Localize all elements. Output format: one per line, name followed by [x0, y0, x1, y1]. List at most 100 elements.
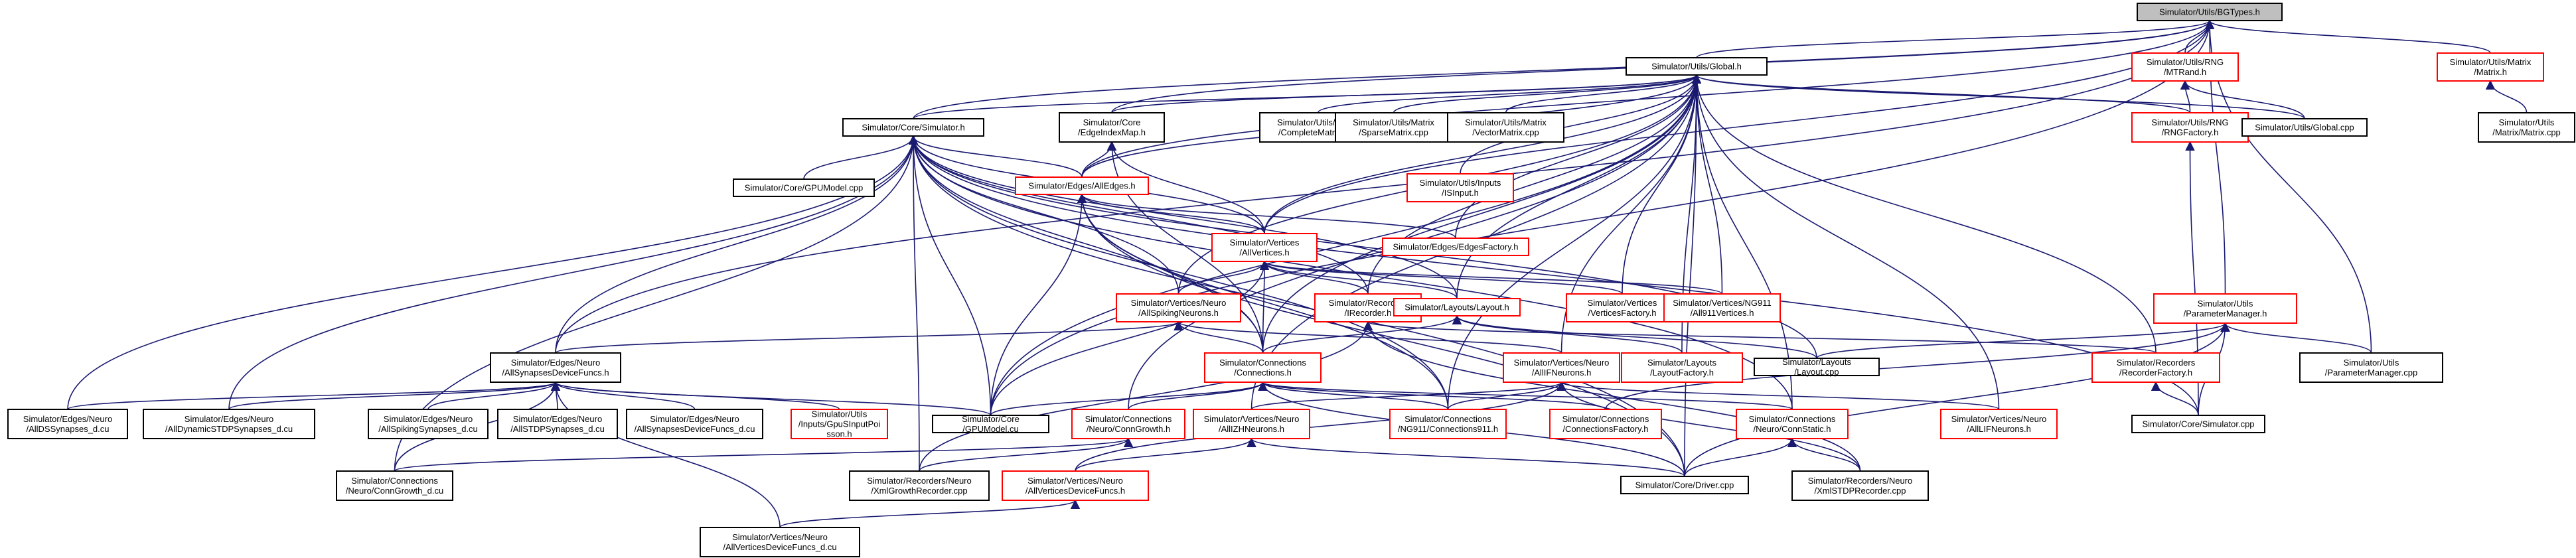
file-node-bgtypes[interactable]: Simulator/Utils/BGTypes.h: [2137, 3, 2283, 21]
file-node-box: [1389, 409, 1507, 439]
file-node-label: Simulator/Vertices/Neuro/AllIZHNeurons.h: [1204, 414, 1300, 434]
file-node-allverticesdevfuncs_h[interactable]: Simulator/Vertices/Neuro/AllVerticesDevi…: [1002, 470, 1149, 501]
file-node-synapsesdevicefuncs[interactable]: Simulator/Edges/Neuro/AllSynapsesDeviceF…: [490, 352, 621, 383]
file-node-box: [2153, 293, 2297, 324]
file-node-allspikingsyn_cu[interactable]: Simulator/Edges/Neuro/AllSpikingSynapses…: [368, 409, 489, 439]
file-node-edgeindexmap[interactable]: Simulator/Core/EdgeIndexMap.h: [1059, 112, 1165, 143]
dependency-edge-alledges-to-edgeindexmap: [1081, 141, 1117, 178]
file-node-connections911[interactable]: Simulator/Connections/NG911/Connections9…: [1389, 409, 1507, 439]
file-node-conngrowth_cu[interactable]: Simulator/Connections/Neuro/ConnGrowth_d…: [336, 470, 453, 501]
file-node-alliffneurons[interactable]: Simulator/Vertices/Neuro/AllIFNeurons.h: [1503, 352, 1620, 383]
file-node-label: Simulator/Recorders/Neuro/XmlSTDPRecorde…: [1808, 476, 1913, 496]
file-node-layout_h[interactable]: Simulator/Layouts/Layout.h: [1393, 298, 1521, 316]
file-node-label: Simulator/Edges/Neuro/AllSpikingSynapses…: [378, 414, 478, 434]
file-node-core_simulator_h[interactable]: Simulator/Core/Simulator.h: [842, 118, 984, 137]
file-node-connections_h[interactable]: Simulator/Connections/Connections.h: [1204, 352, 1322, 383]
file-node-box: [842, 118, 984, 137]
file-node-mtrand[interactable]: Simulator/Utils/RNG/MTRand.h: [2131, 52, 2239, 82]
file-node-label: Simulator/Utils/BGTypes.h: [2159, 7, 2260, 17]
dependency-edge-core_simulator_h-to-bgtypes: [913, 19, 2214, 119]
file-node-gpumodel_cu[interactable]: Simulator/Core/GPUModel.cu: [932, 414, 1049, 434]
dependency-edge-completematrix-to-global_h: [1317, 74, 1701, 113]
file-node-box: [2437, 52, 2544, 82]
file-node-verticesfactory[interactable]: Simulator/Vertices/VerticesFactory.h: [1566, 293, 1679, 322]
file-node-conngrowth_h[interactable]: Simulator/Connections/Neuro/ConnGrowth.h: [1071, 409, 1185, 439]
file-node-allizh[interactable]: Simulator/Vertices/Neuro/AllIZHNeurons.h: [1193, 409, 1310, 439]
file-node-label: Simulator/Layouts/Layout.h: [1404, 303, 1509, 313]
dependency-edge-connections_h-to-layout_h: [1262, 314, 1462, 354]
file-node-label: Simulator/Vertices/Neuro/AllIFNeurons.h: [1514, 358, 1610, 378]
file-node-box: [2131, 52, 2239, 82]
file-node-box: [700, 527, 860, 557]
file-node-allspiking[interactable]: Simulator/Vertices/Neuro/AllSpikingNeuro…: [1116, 293, 1241, 322]
dependency-edge-edgesfactory-to-global_h: [1455, 74, 1702, 239]
file-node-label: Simulator/Layouts/Layout.cpp: [1782, 357, 1852, 377]
file-node-allstdp_cu[interactable]: Simulator/Edges/Neuro/AllSTDPSynapses_d.…: [497, 409, 618, 439]
dependency-edge-connfactory-to-paramman_h: [1605, 322, 2230, 410]
dependency-edge-sparsematrix-to-global_h: [1393, 74, 1701, 113]
file-node-box: [1059, 112, 1165, 143]
file-node-matrix_cpp[interactable]: Simulator/Utils/Matrix/Matrix.cpp: [2478, 112, 2575, 143]
dependency-edge-gpumodel_cu-to-synapsesdevicefuncs: [551, 381, 992, 416]
dependency-edge-ng911vertices-to-global_h: [1691, 74, 1723, 295]
dependency-edge-allsyndevfuncs_cu-to-synapsesdevicefuncs: [550, 381, 696, 410]
file-node-allds_cu[interactable]: Simulator/Edges/Neuro/AllDSSynapses_d.cu: [7, 409, 128, 439]
file-node-box: [2091, 352, 2220, 383]
file-node-gpumodel_cpp[interactable]: Simulator/Core/GPUModel.cpp: [733, 178, 875, 197]
file-node-box: [791, 409, 888, 439]
file-node-xmlstdp[interactable]: Simulator/Recorders/Neuro/XmlSTDPRecorde…: [1791, 470, 1929, 501]
dependency-edge-alllif-to-alliffneurons: [1556, 381, 2000, 410]
file-node-paramman_cpp[interactable]: Simulator/Utils/ParameterManager.cpp: [2299, 352, 2443, 383]
file-node-rngfactory[interactable]: Simulator/Utils/RNG/RNGFactory.h: [2131, 112, 2249, 143]
dependency-edge-edgesfactory-to-alledges: [1077, 193, 1456, 239]
dependency-edge-connections_h-to-allvertices: [1259, 260, 1270, 354]
edges-layer: [67, 19, 2528, 528]
file-node-label: Simulator/Utils/Matrix/SparseMatrix.cpp: [1353, 117, 1434, 137]
file-node-sparsematrix[interactable]: Simulator/Utils/Matrix/SparseMatrix.cpp: [1335, 112, 1452, 143]
dependency-edge-allverticesdevfuncs_h-to-allizh: [1075, 437, 1256, 472]
file-node-xmlgrowth[interactable]: Simulator/Recorders/Neuro/XmlGrowthRecor…: [849, 470, 990, 501]
file-node-label: Simulator/Recorders/IRecorder.h: [1329, 298, 1408, 318]
dependency-edge-allvertices-to-edgeindexmap: [1106, 141, 1265, 234]
file-node-driver[interactable]: Simulator/Core/Driver.cpp: [1620, 476, 1749, 494]
file-node-global_cpp[interactable]: Simulator/Utils/Global.cpp: [2241, 118, 2368, 137]
file-node-box: [497, 409, 618, 439]
file-node-alldynstdp_cu[interactable]: Simulator/Edges/Neuro/AllDynamicSTDPSyna…: [143, 409, 315, 439]
file-node-alllif[interactable]: Simulator/Vertices/Neuro/AllLIFNeurons.h: [1940, 409, 2058, 439]
file-node-allverticesdevfuncs_cu[interactable]: Simulator/Vertices/Neuro/AllVerticesDevi…: [700, 527, 860, 557]
file-node-label: Simulator/Connections/Connections.h: [1219, 358, 1306, 378]
file-node-alledges[interactable]: Simulator/Edges/AllEdges.h: [1015, 176, 1149, 195]
file-node-box: [2478, 112, 2575, 143]
file-node-edgesfactory[interactable]: Simulator/Edges/EdgesFactory.h: [1382, 238, 1529, 256]
file-node-label: Simulator/Core/GPUModel.cu: [962, 414, 1020, 434]
file-node-paramman_h[interactable]: Simulator/Utils/ParameterManager.h: [2153, 293, 2297, 324]
file-node-vectormatrix[interactable]: Simulator/Utils/Matrix/VectorMatrix.cpp: [1447, 112, 1564, 143]
file-node-box: [1002, 470, 1149, 501]
file-node-ng911vertices[interactable]: Simulator/Vertices/NG911/All911Vertices.…: [1663, 293, 1781, 322]
file-node-isinput[interactable]: Simulator/Utils/Inputs/ISInput.h: [1406, 173, 1514, 202]
dependency-edge-driver-to-allizh: [1247, 437, 1685, 477]
file-node-box: [1071, 409, 1185, 439]
file-node-core_simulator_cpp[interactable]: Simulator/Core/Simulator.cpp: [2131, 415, 2265, 433]
file-node-box: [2137, 3, 2283, 21]
file-node-connstatic[interactable]: Simulator/Connections/Neuro/ConnStatic.h: [1736, 409, 1849, 439]
file-node-box: [2131, 415, 2265, 433]
file-node-box: [1791, 470, 1929, 501]
file-node-matrix_h[interactable]: Simulator/Utils/Matrix/Matrix.h: [2437, 52, 2544, 82]
dependency-edge-connfactory-to-connections_h: [1258, 381, 1606, 410]
file-node-layout_cpp[interactable]: Simulator/Layouts/Layout.cpp: [1754, 357, 1880, 377]
file-node-label: Simulator/Recorders/RecorderFactory.h: [2117, 358, 2196, 378]
dependency-edge-paramman_cpp-to-bgtypes: [2204, 19, 2372, 354]
file-node-label: Simulator/Vertices/NG911/All911Vertices.…: [1673, 298, 1772, 318]
dependency-edge-allvertices-to-global_h: [1264, 74, 1702, 234]
file-node-allsyndevfuncs_cu[interactable]: Simulator/Edges/Neuro/AllSynapsesDeviceF…: [626, 409, 763, 439]
file-node-connfactory[interactable]: Simulator/Connections/ConnectionsFactory…: [1549, 409, 1662, 439]
file-node-allvertices[interactable]: Simulator/Vertices/AllVertices.h: [1211, 233, 1318, 262]
file-node-box: [1393, 298, 1521, 316]
file-node-recorderfactory[interactable]: Simulator/Recorders/RecorderFactory.h: [2091, 352, 2220, 383]
dependency-edge-gpumodel_cu-to-global_h: [990, 74, 1702, 416]
file-node-global_h[interactable]: Simulator/Utils/Global.h: [1626, 57, 1768, 76]
file-node-layoutfactory[interactable]: Simulator/Layouts/LayoutFactory.h: [1621, 352, 1743, 383]
